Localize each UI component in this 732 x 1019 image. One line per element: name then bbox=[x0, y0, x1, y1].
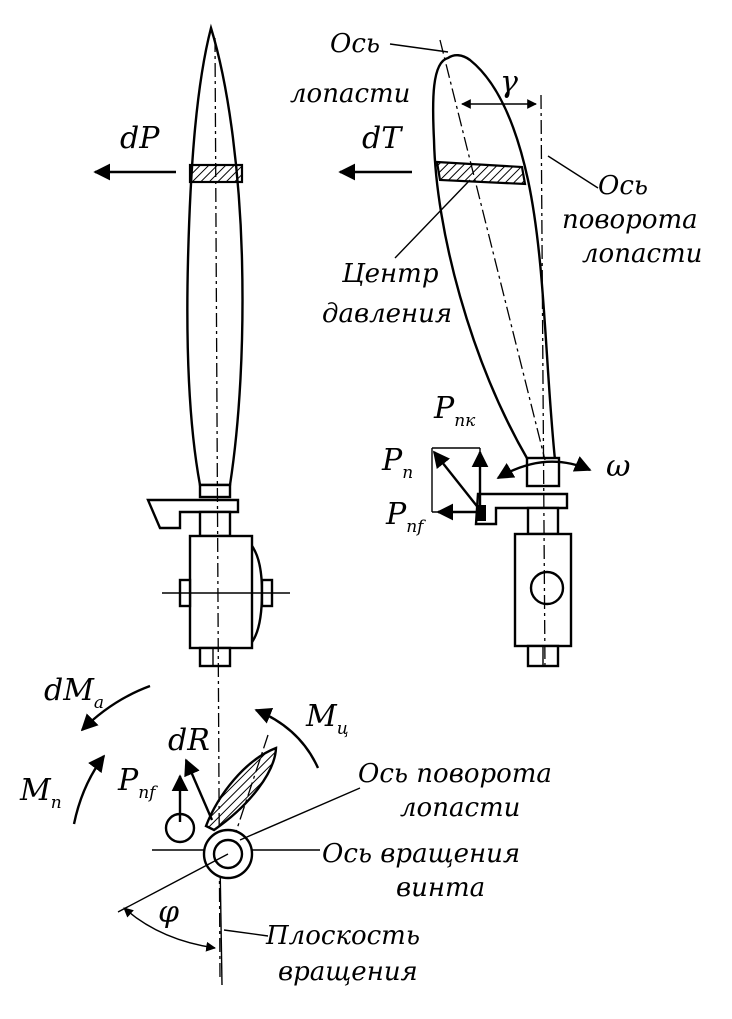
label-gamma: γ bbox=[500, 65, 518, 100]
dR-arrow bbox=[184, 758, 214, 821]
right-blade-lever bbox=[474, 492, 569, 526]
phi-arc bbox=[123, 907, 216, 952]
left-blade-shaft bbox=[198, 510, 232, 538]
bottom-cross-section bbox=[117, 734, 361, 986]
right-blade-shaft bbox=[526, 506, 560, 536]
label-phi: φ bbox=[158, 895, 179, 930]
airfoil-section bbox=[204, 746, 278, 832]
label-pivot-axis-2: поворота bbox=[562, 205, 698, 235]
force-origin-block bbox=[476, 505, 486, 521]
label-P-nf: Pпf bbox=[385, 497, 426, 537]
label-pressure-center-1: Центр bbox=[341, 259, 439, 289]
right-blade-view bbox=[431, 39, 573, 671]
label-Mp: Mп bbox=[19, 773, 62, 813]
left-blade-lever bbox=[146, 498, 240, 530]
label-dR: dR bbox=[168, 723, 210, 758]
Mc-arrow bbox=[254, 707, 320, 769]
label-rotation-plane-2: вращения bbox=[278, 957, 418, 987]
label-P-nf-bottom: Pпf bbox=[117, 763, 158, 803]
left-hub-stub bbox=[198, 646, 232, 668]
omega-arrow bbox=[496, 456, 592, 480]
left-hub-block bbox=[188, 534, 254, 650]
label-P-n: Pп bbox=[381, 443, 413, 483]
dMa-arrow bbox=[80, 684, 151, 732]
right-blade-section bbox=[435, 160, 527, 186]
P-n-arrow bbox=[432, 450, 481, 511]
label-dT: dT bbox=[362, 121, 403, 156]
label-pressure-center-2: давления bbox=[322, 299, 452, 329]
Mp-arrow bbox=[72, 754, 106, 825]
label-rotation-axis-2: винта bbox=[396, 873, 485, 903]
label-Mc: Mц bbox=[305, 699, 349, 739]
label-pivot-axis-bottom-1: Ось поворота bbox=[358, 759, 552, 789]
right-blade-outline bbox=[431, 54, 557, 462]
label-blade-axis-2: лопасти bbox=[290, 79, 410, 109]
label-rotation-axis-1: Ось вращения bbox=[322, 839, 520, 869]
label-dP: dP bbox=[120, 121, 160, 156]
label-pivot-axis-1: Ось bbox=[598, 171, 648, 201]
right-hub-pin bbox=[529, 570, 565, 606]
label-blade-axis-1: Ось bbox=[330, 29, 380, 59]
label-omega: ω bbox=[606, 449, 630, 484]
left-blade-neck bbox=[198, 483, 232, 499]
label-pivot-axis-bottom-2: лопасти bbox=[400, 793, 520, 823]
label-rotation-plane-1: Плоскость bbox=[265, 921, 420, 951]
label-pivot-axis-3: лопасти bbox=[582, 239, 702, 269]
label-dMa: dMa bbox=[44, 673, 104, 713]
label-P-nk: Pпк bbox=[433, 391, 476, 431]
